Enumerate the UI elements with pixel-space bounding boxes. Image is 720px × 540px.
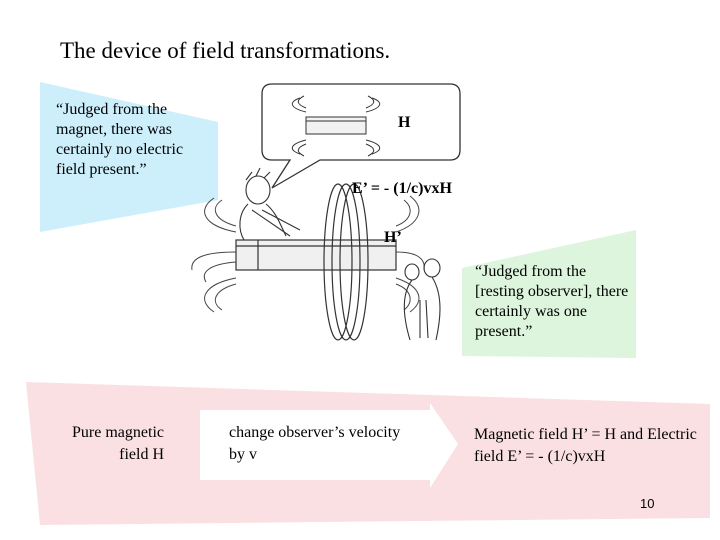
result-label: Magnetic field H’ = H and Electric field… bbox=[474, 424, 704, 468]
pure-magnetic-label: Pure magnetic field H bbox=[56, 422, 164, 466]
change-velocity-label: change observer’s velocity by v bbox=[229, 422, 409, 466]
label-h: H bbox=[398, 114, 411, 131]
seated-figure bbox=[239, 167, 301, 241]
standing-observer bbox=[403, 258, 441, 341]
page-number: 10 bbox=[640, 496, 655, 511]
label-e-prime: E’ = - (1/c)vxH bbox=[352, 180, 452, 197]
transform-arrow bbox=[200, 403, 458, 488]
field-rings bbox=[323, 183, 369, 341]
observer-quote-panel bbox=[462, 230, 636, 358]
large-magnet bbox=[235, 239, 397, 271]
label-h-prime: H’ bbox=[384, 229, 402, 246]
magnet-quote: “Judged from the magnet, there was certa… bbox=[56, 101, 184, 178]
slide-title: The device of field transformations. bbox=[60, 38, 391, 63]
result-text: Magnetic field H’ = H and Electric field… bbox=[474, 426, 697, 465]
observer-quote: “Judged from the [resting observer], the… bbox=[475, 263, 629, 340]
change-velocity-text: change observer’s velocity by v bbox=[229, 424, 401, 463]
bubble-magnet bbox=[291, 95, 381, 157]
magnet-field-lines bbox=[191, 195, 425, 313]
pure-magnetic-text: Pure magnetic field H bbox=[72, 424, 164, 463]
magnet-quote-panel bbox=[40, 82, 218, 232]
thought-bubble bbox=[261, 83, 461, 189]
